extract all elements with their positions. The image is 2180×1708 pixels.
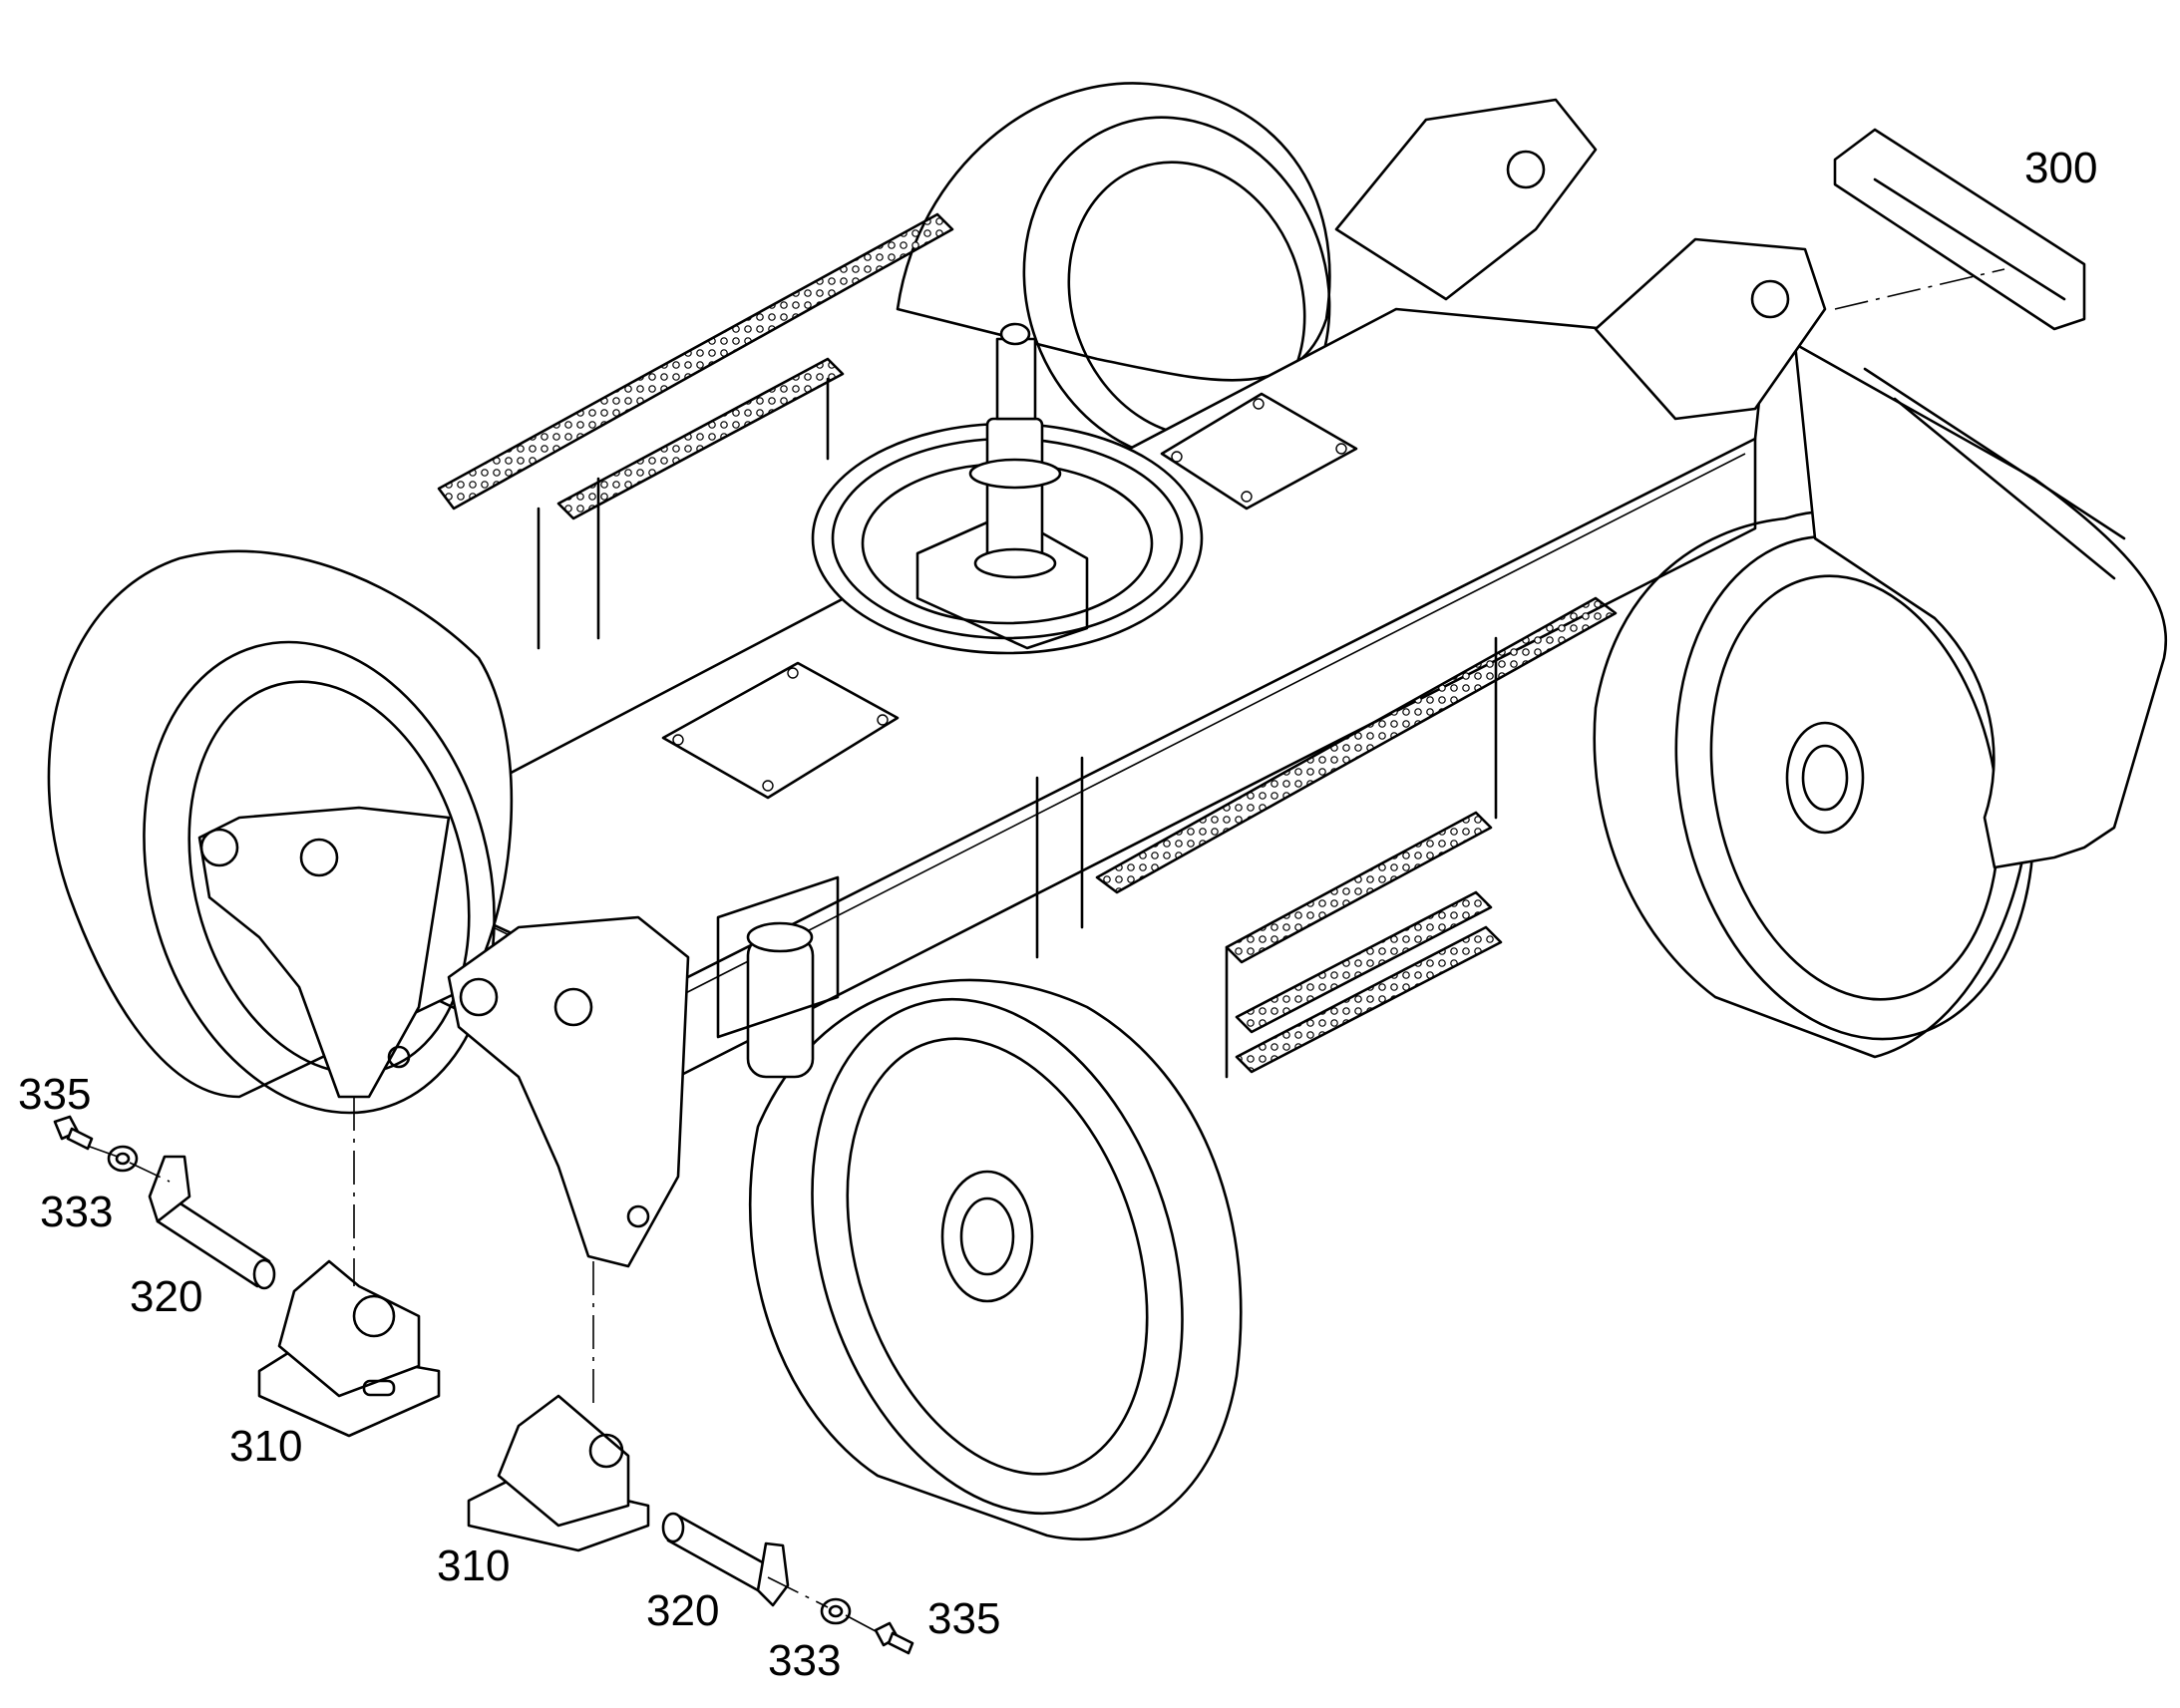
callout-320-right: 320 [646,1586,719,1635]
cover-plate-front [661,661,900,800]
part-333-washer-left [107,1145,139,1173]
front-right-wheel [748,978,1243,1541]
rear-outrigger-brackets [1334,98,1827,421]
front-left-outrigger-bracket [197,806,451,1099]
callout-300: 300 [2024,144,2097,192]
callout-333-right: 333 [768,1636,841,1685]
leader-lines [89,268,2005,1632]
cover-plate-rear [1160,392,1358,511]
part-320-pin-left [148,1155,276,1290]
callout-320-left: 320 [130,1272,202,1321]
part-333-washer-right [820,1597,852,1625]
callout-310-left: 310 [229,1422,302,1471]
part-300-rail [1833,128,2086,331]
part-335-bolt-left [53,1115,94,1151]
rear-right-wheel [1593,510,2035,1059]
callout-labels: 300 335 333 320 310 310 320 333 335 [18,144,2097,1685]
dozer-blade [1793,342,2168,869]
callout-310-right: 310 [437,1541,510,1590]
callout-335-left: 335 [18,1070,91,1119]
part-310-pad-left [257,1259,441,1438]
callout-333-left: 333 [40,1188,113,1236]
part-335-bolt-right [874,1621,914,1655]
part-320-pin-right [661,1512,790,1607]
front-center-outrigger-bracket [447,915,690,1268]
part-310-pad-right [467,1394,650,1552]
left-rear-walkway [437,212,954,650]
callout-335-right: 335 [927,1594,1000,1643]
center-column [968,322,1062,579]
right-front-walkway [1035,596,1618,1079]
hydraulic-cylinder [716,875,840,1079]
